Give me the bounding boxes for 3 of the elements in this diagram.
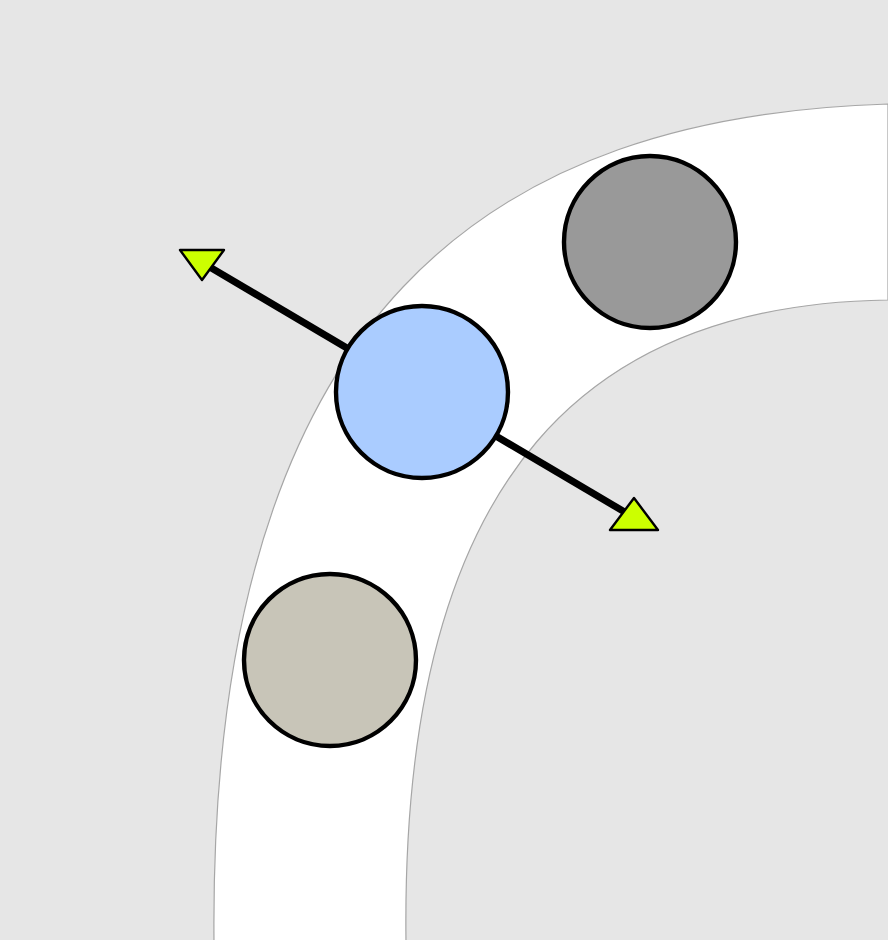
circle (333, 303, 511, 481)
circle (561, 153, 739, 331)
circle (241, 571, 419, 749)
